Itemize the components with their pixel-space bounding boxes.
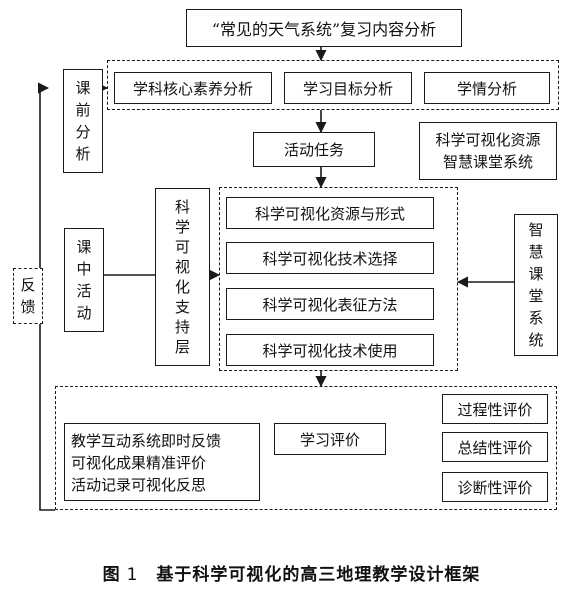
title-box: “常见的天气系统”复习内容分析 [186, 9, 462, 47]
support-layer-box: 科 学 可 视 化 支 持 层 [155, 188, 210, 366]
step-resource-form: 科学可视化资源与形式 [226, 197, 434, 229]
pre-class-analysis-box: 课 前 分 析 [63, 69, 103, 173]
resource-system-box: 科学可视化资源 智慧课堂系统 [419, 122, 557, 180]
analysis-learner: 学情分析 [424, 72, 550, 104]
smart-classroom-char: 堂 [528, 287, 544, 305]
evaluation-methods-box: 教学互动系统即时反馈 可视化成果精准评价 活动记录可视化反思 [64, 423, 260, 501]
smart-classroom-char: 智 [528, 221, 544, 239]
support-layer-char: 化 [174, 278, 190, 296]
support-layer-char: 支 [174, 298, 190, 316]
caption-prefix: 图 [102, 565, 121, 585]
pre-class-char: 前 [75, 101, 91, 119]
evaluation-process-label: 过程性评价 [457, 400, 533, 419]
support-layer-char: 学 [174, 218, 190, 236]
pre-class-char: 析 [75, 145, 91, 163]
step-resource-form-label: 科学可视化资源与形式 [254, 204, 405, 223]
smart-classroom-char: 慧 [528, 243, 544, 261]
learning-evaluation-box: 学习评价 [274, 423, 386, 455]
analysis-group [107, 60, 559, 110]
analysis-core-literacy: 学科核心素养分析 [114, 72, 272, 104]
feedback-box: 反 馈 [13, 268, 43, 324]
evaluation-process: 过程性评价 [442, 394, 548, 424]
step-technique-choice: 科学可视化技术选择 [226, 242, 434, 274]
in-class-char: 活 [76, 282, 92, 300]
evaluation-method: 活动记录可视化反思 [71, 476, 207, 494]
in-class-char: 中 [76, 260, 92, 278]
caption-number: 1 [126, 565, 139, 585]
smart-classroom-char: 统 [528, 331, 544, 349]
system-label: 智慧课堂系统 [442, 153, 533, 171]
learning-evaluation-label: 学习评价 [299, 430, 360, 449]
analysis-learning-goals-label: 学习目标分析 [302, 79, 393, 98]
in-class-char: 动 [76, 304, 92, 322]
pre-class-char: 分 [75, 123, 91, 141]
evaluation-group [55, 386, 557, 510]
title-text: “常见的天气系统”复习内容分析 [211, 20, 437, 39]
pre-class-char: 课 [75, 79, 91, 97]
step-technique-use: 科学可视化技术使用 [226, 334, 434, 366]
activity-task-box: 活动任务 [253, 132, 375, 167]
in-class-activity-box: 课 中 活 动 [64, 228, 104, 332]
in-class-char: 课 [76, 238, 92, 256]
evaluation-summative: 总结性评价 [442, 432, 548, 462]
evaluation-summative-label: 总结性评价 [457, 438, 533, 457]
step-representation-method: 科学可视化表征方法 [226, 288, 434, 320]
evaluation-method: 可视化成果精准评价 [71, 454, 207, 472]
step-representation-method-label: 科学可视化表征方法 [262, 295, 398, 314]
feedback-char: 反 [20, 276, 36, 294]
resource-label: 科学可视化资源 [435, 131, 541, 149]
visualization-steps-group [219, 187, 458, 371]
step-technique-choice-label: 科学可视化技术选择 [262, 249, 398, 268]
step-technique-use-label: 科学可视化技术使用 [262, 341, 398, 360]
evaluation-diagnostic: 诊断性评价 [442, 472, 548, 502]
smart-classroom-char: 系 [528, 309, 544, 327]
evaluation-method: 教学互动系统即时反馈 [71, 432, 222, 450]
support-layer-char: 视 [174, 258, 190, 276]
analysis-core-literacy-label: 学科核心素养分析 [132, 79, 253, 98]
evaluation-diagnostic-label: 诊断性评价 [457, 478, 533, 497]
smart-classroom-char: 课 [528, 265, 544, 283]
feedback-char: 馈 [20, 298, 36, 316]
activity-task-label: 活动任务 [283, 141, 344, 159]
analysis-learning-goals: 学习目标分析 [284, 72, 412, 104]
support-layer-char: 可 [174, 238, 190, 256]
analysis-learner-label: 学情分析 [456, 79, 517, 98]
support-layer-char: 持 [174, 318, 190, 336]
caption-text: 基于科学可视化的高三地理教学设计框架 [156, 565, 481, 585]
smart-classroom-box: 智 慧 课 堂 系 统 [514, 214, 558, 356]
support-layer-char: 层 [174, 338, 190, 356]
support-layer-char: 科 [174, 198, 190, 216]
